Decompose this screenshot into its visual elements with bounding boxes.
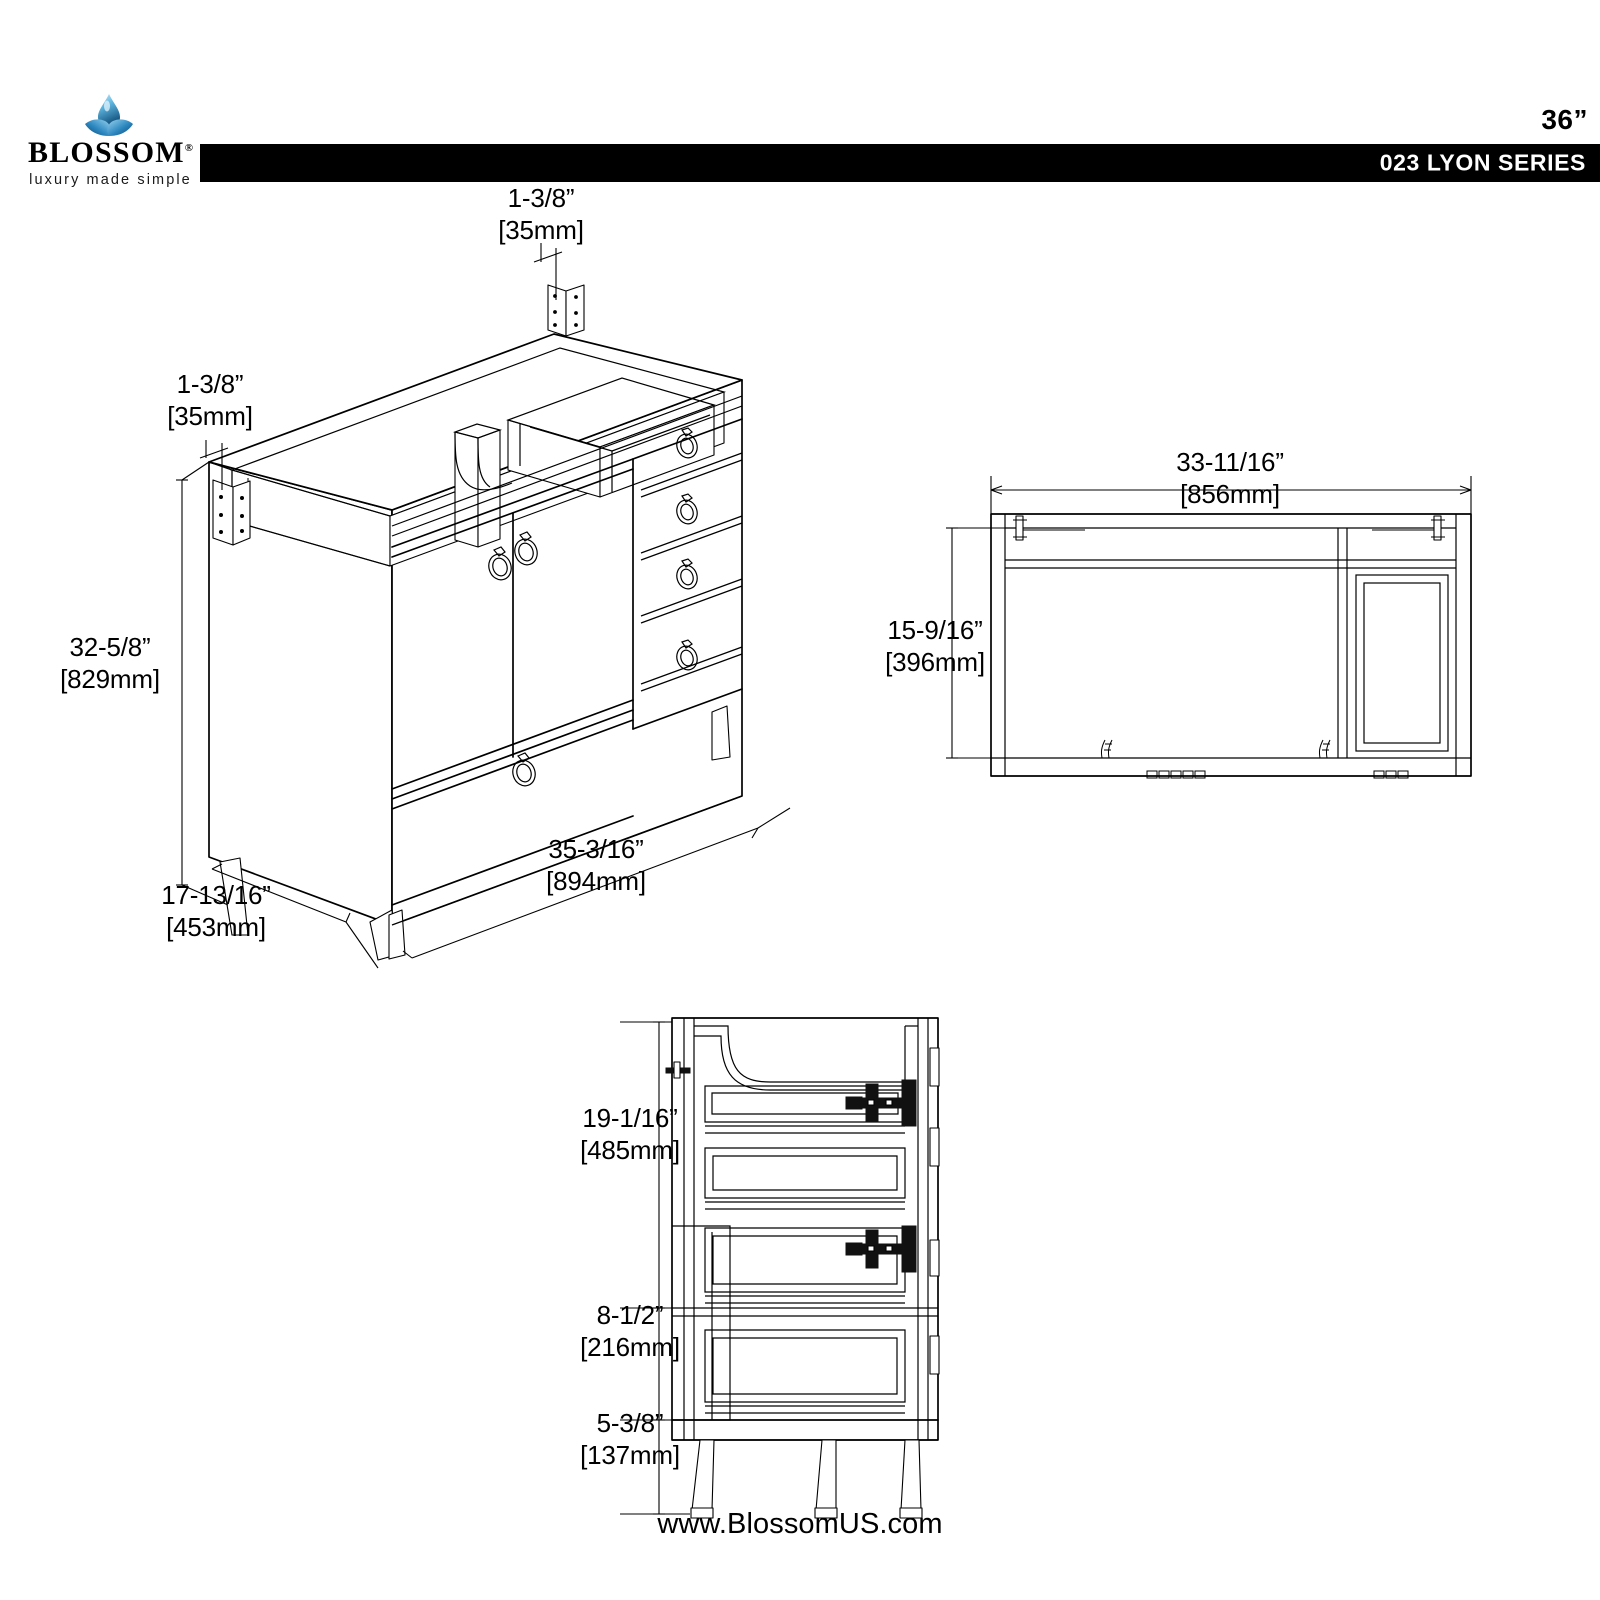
corner-bracket-icon: [547, 284, 585, 337]
ring-pull-icon: [676, 427, 698, 459]
brand-name: BLOSSOM®: [28, 136, 193, 169]
dimension-overall-width: 35-3/16” [894mm]: [546, 834, 646, 896]
hanging-bracket-icon: [665, 1061, 691, 1079]
dimension-overall-depth: 17-13/16” [453mm]: [161, 880, 271, 942]
hanging-bracket-icon: [1013, 515, 1085, 541]
series-banner: 023 LYON SERIES: [200, 144, 1600, 182]
cabinet-leg: [388, 909, 406, 960]
hanging-bracket-icon: [1372, 515, 1445, 541]
ring-pull-icon: [488, 546, 512, 581]
cabinet-leg: [711, 705, 731, 761]
ring-pull-icon: [676, 639, 698, 671]
dimension-side-panel-thickness: 1-3/8” [35mm]: [167, 369, 253, 431]
dimension-upper-section-height: 19-1/16” [485mm]: [580, 1103, 680, 1165]
dimension-overall-height: 32-5/8” [829mm]: [60, 632, 160, 694]
dimension-top-panel-thickness: 1-3/8” [35mm]: [498, 183, 584, 245]
ring-pull-icon: [512, 752, 536, 787]
concealed-hinge-icon: [845, 1079, 917, 1127]
ring-pull-icon: [676, 558, 698, 590]
dimension-leg-height: 5-3/8” [137mm]: [580, 1408, 680, 1470]
series-label: 023 LYON SERIES: [1379, 149, 1586, 176]
cabinet-leg: [814, 1439, 838, 1519]
leg-pad-icon: [1146, 770, 1206, 779]
dimension-back-inner-height: 15-9/16” [396mm]: [885, 615, 985, 677]
ring-pull-icon: [676, 493, 698, 525]
ring-pull-icon: [514, 531, 538, 566]
cabinet-leg: [369, 909, 397, 961]
brand-logo: BLOSSOM® luxury made simple: [18, 92, 203, 188]
blossom-flower-icon: [80, 92, 138, 142]
concealed-hinge-icon: [845, 1225, 917, 1273]
corner-bracket-icon: [212, 479, 251, 546]
hinge-plate-icon: [1318, 739, 1331, 759]
leg-pad-icon: [1373, 770, 1409, 779]
hinge-plate-icon: [1100, 739, 1113, 759]
cabinet-leg: [899, 1439, 923, 1519]
product-size-label: 36”: [1541, 104, 1588, 135]
dimension-back-inner-width: 33-11/16” [856mm]: [1176, 447, 1284, 509]
website-url: www.BlossomUS.com: [657, 1508, 943, 1540]
brand-tagline: luxury made simple: [29, 172, 192, 188]
dimension-lower-drawer-height: 8-1/2” [216mm]: [580, 1300, 680, 1362]
registered-mark: ®: [184, 142, 193, 154]
